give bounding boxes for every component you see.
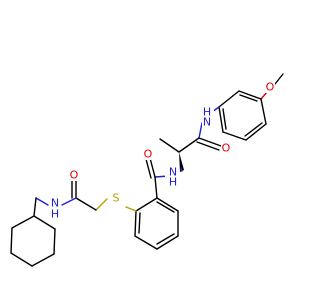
bond-benzoyl-ring	[154, 176, 158, 199]
bonds	[10, 73, 284, 267]
bond-carbonyl-calpha	[178, 137, 200, 153]
atom-n-anilide: H N	[202, 106, 214, 129]
bond-carbonyl-nh	[61, 197, 77, 206]
methoxyphenyl-ring	[218, 90, 267, 141]
benzene-ring	[134, 197, 179, 250]
bond-calpha-methyl	[159, 138, 180, 153]
bond-benzoyl-o-1	[149, 157, 156, 178]
bond-nh-ch2	[35, 197, 49, 206]
atom-n-cyclohexylmethyl: N H	[49, 197, 61, 221]
svg-text:N: N	[51, 197, 59, 210]
svg-text:O: O	[144, 148, 153, 161]
bond-nh-carbonyl	[198, 122, 203, 139]
atom-n-benzamide: N H	[165, 166, 177, 189]
atom-s-thioether: S	[111, 192, 121, 205]
bond-ch2-carbonyl	[75, 197, 97, 211]
atom-o-methoxy: O	[265, 80, 275, 94]
bond-carbonyl-o-2	[196, 141, 220, 151]
bond-carbonyl-o-1	[198, 137, 222, 147]
stereo-wedge	[179, 152, 184, 172]
svg-text:O: O	[70, 169, 79, 182]
svg-text:S: S	[113, 192, 120, 205]
svg-text:N: N	[203, 116, 211, 129]
svg-text:N: N	[169, 166, 177, 179]
cyclohexane-ring	[10, 215, 56, 267]
svg-text:H: H	[51, 208, 59, 221]
svg-text:H: H	[169, 176, 177, 189]
atom-o-alanine: O	[221, 141, 231, 155]
molecule-structure-diagram: O H N O N H O O S N H	[10, 73, 284, 267]
atom-o-benzamide: O	[143, 147, 153, 161]
atom-o-acetamide: O	[69, 168, 79, 182]
svg-text:H: H	[203, 106, 211, 119]
bond-s-ch2	[95, 198, 108, 211]
atom-labels: O H N O N H O O S N H	[49, 80, 275, 221]
bond-benzoyl-o-2	[145, 158, 152, 179]
svg-text:O: O	[266, 81, 275, 94]
bond-methyl-o	[274, 73, 284, 85]
svg-text:O: O	[222, 142, 231, 155]
bond-ch2-cyclohexyl	[33, 197, 37, 217]
bond-ring-s	[125, 206, 137, 212]
bond-calpha-nh	[180, 167, 183, 172]
